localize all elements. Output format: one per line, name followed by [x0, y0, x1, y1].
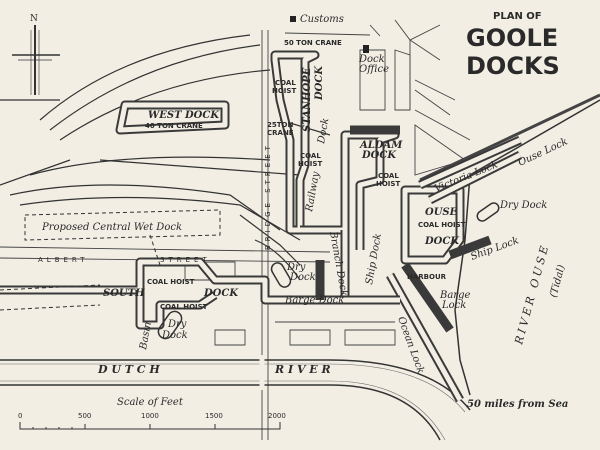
dutch-river — [0, 355, 471, 441]
label-25-ton-crane-2: CRANE — [267, 129, 294, 137]
label-harbour: HARBOUR — [407, 273, 447, 281]
label-coal-hoist-1a: COAL — [275, 79, 296, 87]
label-tidal: (Tidal) — [548, 264, 567, 299]
label-customs: Customs — [300, 14, 344, 25]
label-river: R I V E R — [274, 363, 331, 376]
proposed-dock-outline — [0, 209, 221, 311]
label-coal-hoist-3a: COAL — [378, 172, 399, 180]
label-ouse-lock: Ouse Lock — [517, 136, 570, 168]
railway-lines — [0, 34, 331, 281]
streets — [0, 19, 471, 440]
label-barge-lock-2: Lock — [441, 300, 466, 311]
scale-bar: Scale of Feet 0 500 1000 1500 2000 — [18, 397, 286, 430]
compass-icon: N — [12, 14, 60, 95]
label-coal-hoist-6: COAL HOIST — [160, 303, 208, 311]
label-40-ton-crane: 40 TON CRANE — [145, 122, 203, 130]
label-albert-street-2: STREET — [160, 256, 211, 264]
label-coal-hoist-2a: COAL — [300, 152, 321, 160]
label-proposed-central-wet-dock: Proposed Central Wet Dock — [41, 222, 182, 233]
label-west-dock: WEST DOCK — [148, 110, 220, 121]
label-dry-dock-ouse: Dry Dock — [499, 200, 547, 211]
map-title: PLAN OF GOOLE DOCKS — [466, 11, 560, 80]
title-line3: DOCKS — [466, 52, 560, 80]
label-aldam-dock-1: ALDAM — [359, 140, 403, 151]
label-50-miles-from-sea: 50 miles from Sea — [467, 399, 568, 410]
label-25-ton-crane-1: 25TON — [267, 121, 293, 129]
label-coal-hoist-3b: HOIST — [376, 180, 400, 188]
scale-title: Scale of Feet — [117, 397, 184, 408]
label-coal-hoist-1b: HOIST — [272, 87, 296, 95]
label-dry-dock-south-2: Dock — [161, 330, 188, 341]
label-river-ouse: RIVER OUSE — [512, 242, 552, 347]
label-dock-office-2: Office — [359, 64, 389, 75]
docks — [0, 50, 523, 403]
label-dutch: D U T C H — [97, 363, 160, 376]
title-line2: GOOLE — [466, 24, 558, 52]
compass-north: N — [30, 14, 38, 24]
label-stanhope-dock-2: DOCK — [314, 65, 325, 101]
river-ouse-bank — [454, 99, 600, 396]
label-south-dock-2: DOCK — [203, 288, 239, 299]
label-albert-street-1: ALBERT — [38, 256, 89, 264]
label-50-ton-crane: 50 TON CRANE — [284, 39, 342, 47]
scale-tick-0: 0 — [18, 412, 22, 420]
scale-tick-1000: 1000 — [141, 412, 159, 420]
label-barge-dock: Barge Dock — [284, 295, 344, 306]
label-dock-office-1: Dock — [358, 54, 385, 65]
scale-tick-1500: 1500 — [205, 412, 223, 420]
label-barge-lock-1: Barge — [439, 290, 470, 301]
scale-tick-2000: 2000 — [268, 412, 286, 420]
label-stanhope-dock-1: STANHOPE — [302, 67, 313, 132]
label-ship-lock: Ship Lock — [469, 235, 520, 263]
label-coal-hoist-4: COAL HOIST — [418, 221, 466, 229]
title-line1: PLAN OF — [493, 11, 542, 22]
label-ship-dock: Ship Dock — [364, 233, 384, 286]
label-aldam-dock-2: DOCK — [361, 150, 397, 161]
label-ouse-dock-1: OUSE — [425, 207, 458, 218]
customs-building-icon — [290, 16, 296, 22]
river-ouse-channel — [419, 93, 600, 182]
dock-office-building-icon — [363, 45, 369, 53]
label-railway-dock-2: Dock — [316, 117, 331, 145]
label-dry-dock-barge-1: Dry — [286, 262, 306, 273]
label-ouse-dock-2: DOCK — [424, 236, 460, 247]
label-coal-hoist-2b: HOIST — [298, 160, 322, 168]
label-dry-dock-south-1: Dry — [167, 319, 187, 330]
label-coal-hoist-5: COAL HOIST — [147, 278, 195, 286]
label-south-dock-1: SOUTH — [103, 288, 145, 299]
scale-tick-500: 500 — [78, 412, 91, 420]
label-basin: Basin — [138, 321, 154, 352]
label-bridge-street: BRIDGE STREET — [264, 142, 272, 250]
label-dry-dock-barge-2: Dock — [289, 272, 316, 283]
label-railway-dock-1: Railway — [304, 171, 322, 214]
